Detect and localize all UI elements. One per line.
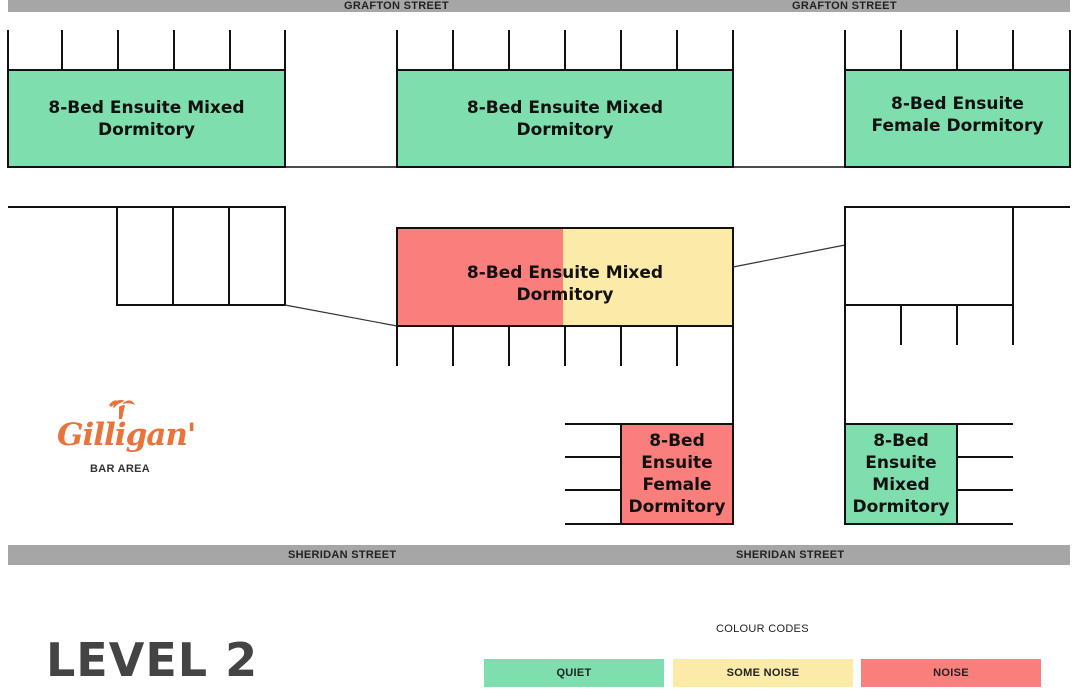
- street-label-sheridan-left: SHERIDAN STREET: [288, 549, 397, 561]
- room-bottom-center-shape: [620, 423, 734, 525]
- grafton-street-bar: GRAFTON STREET GRAFTON STREET: [8, 0, 1070, 12]
- level-heading: LEVEL 2: [46, 633, 259, 687]
- room-top-left-shape: [7, 69, 286, 168]
- street-label-sheridan-right: SHERIDAN STREET: [736, 549, 845, 561]
- room-middle-center-label: 8-Bed Ensuite Mixed Dormitory: [466, 262, 664, 305]
- room-middle-center-noise-part: [397, 228, 563, 326]
- legend-title: COLOUR CODES: [716, 623, 809, 635]
- room-top-center-label: 8-Bed Ensuite Mixed Dormitory: [466, 97, 664, 140]
- room-top-left-label: 8-Bed Ensuite Mixed Dormitory: [48, 97, 245, 140]
- room-middle-center-some-noise-part: [563, 228, 733, 326]
- street-label-grafton-left: GRAFTON STREET: [344, 0, 449, 12]
- room-bottom-right-shape: [844, 423, 958, 525]
- room-bottom-right-label: 8-Bed Ensuite Mixed Dormitory: [852, 431, 950, 517]
- legend-noise: NOISE: [861, 659, 1041, 687]
- room-top-center-shape: [396, 69, 734, 168]
- legend-quiet: QUIET: [484, 659, 664, 687]
- bar-area-caption: BAR AREA: [90, 463, 151, 475]
- room-bottom-center-label: 8-Bed Ensuite Female Dormitory: [628, 431, 726, 517]
- street-label-grafton-right: GRAFTON STREET: [792, 0, 897, 12]
- logo-text: Gilligan's: [57, 417, 195, 453]
- gilligans-logo: Gilligan's: [57, 399, 195, 453]
- legend-some-noise: SOME NOISE: [673, 659, 853, 687]
- sheridan-street-bar: SHERIDAN STREET SHERIDAN STREET: [8, 545, 1070, 565]
- room-top-right-label: 8-Bed Ensuite Female Dormitory: [871, 93, 1044, 136]
- room-top-right-shape: [844, 69, 1071, 168]
